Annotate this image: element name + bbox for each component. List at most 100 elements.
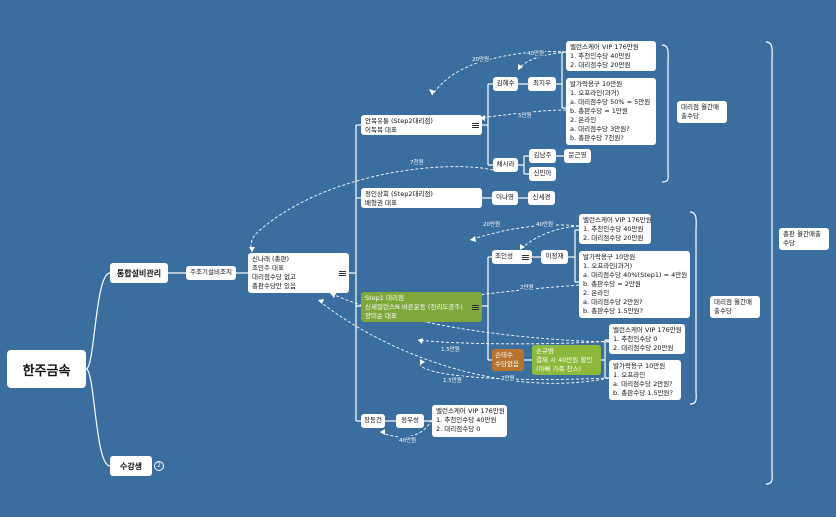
note-line: 밸런스케어 VIP 176만원 — [570, 43, 639, 51]
note-line: a. 대리점수당 2만원? — [583, 298, 643, 306]
agency-line: 배형권 대표 — [365, 199, 397, 207]
note-n4[interactable]: 발가락용구 10만원 1. 오프라인(과거) a. 대리점수당 40%(Step… — [579, 251, 690, 318]
note-line: b. 총판수당 1.5만원? — [583, 307, 643, 315]
agency-node-jungin[interactable]: 정인상회 (Step2대리점) 배형권 대표 — [361, 188, 482, 208]
note-line: 발가락용구 10만원 — [570, 80, 623, 88]
person-lee[interactable]: 이나영 — [492, 191, 518, 205]
note-line: 1. 추천인수당 0 — [613, 335, 658, 343]
person-shinse[interactable]: 신세경 — [528, 191, 555, 205]
agency-line: 이독복 대표 — [365, 126, 397, 134]
edge-label: 40만원 — [526, 49, 546, 57]
person-choi[interactable]: 최지우 — [528, 77, 556, 91]
edge-label: 2만원 — [500, 374, 516, 382]
bracket-label-distributor[interactable]: 총판 월간매출수당 — [779, 228, 829, 250]
person-kim[interactable]: 김혜수 — [493, 77, 518, 91]
note-line: 2. 대리점수당 20만원 — [613, 344, 674, 352]
note-line: a. 대리점수당 3만원? — [570, 125, 630, 133]
note-line: 발가락용구 10만원 — [613, 362, 666, 370]
note-line: b. 총판수당 = 2만원 — [583, 280, 641, 288]
note-line: 1. 오프라인 — [613, 371, 646, 379]
person-jo[interactable]: 조인성 — [492, 250, 532, 264]
note-line: a. 대리점수당 2만원? — [613, 380, 673, 388]
center-line: 총판수당만 있음 — [252, 282, 296, 290]
person-kimnam[interactable]: 김남주 — [529, 149, 556, 163]
note-line: 발가락용구 10만원 — [583, 253, 636, 261]
person-jung[interactable]: 정우성 — [396, 414, 424, 428]
note-line: 2. 대리점수당 20만원 — [583, 234, 644, 242]
students-node[interactable]: 수강생 — [110, 456, 152, 476]
note-line: b. 총판수당 1.5만원? — [613, 389, 673, 397]
edge-label: 1.5만원 — [440, 345, 461, 353]
integrated-management-node[interactable]: 통합설비관리 — [110, 263, 168, 283]
sub-note-son[interactable]: 손규범 결제 시 40만원 할인 (아빠 가족 찬스) — [532, 345, 601, 375]
collapsed-count-badge[interactable]: 2 — [154, 461, 164, 471]
agency-node-anmok[interactable]: 안목유통 (Step2대리점) 이독복 대표 — [361, 115, 482, 135]
agency-line: Step1 대리점 — [365, 294, 404, 302]
person-son[interactable]: 손태수 수당없음 — [492, 349, 524, 371]
note-n6[interactable]: 발가락용구 10만원 1. 오프라인 a. 대리점수당 2만원? b. 총판수당… — [609, 360, 681, 400]
edge-label: 20만원 — [482, 220, 502, 228]
edge-label: 20만원 — [471, 55, 491, 63]
edge-label: 40만원 — [535, 220, 555, 228]
note-line: 결제 시 40만원 할인 — [536, 356, 593, 364]
root-node[interactable]: 한주금속 — [7, 350, 86, 388]
note-line: 2. 대리점수당 20만원 — [570, 61, 631, 69]
bracket-line: 월간매출수당 — [714, 298, 752, 315]
notes-icon[interactable] — [472, 305, 479, 310]
note-line: 밸런스케어 VIP 176만원 — [613, 326, 682, 334]
note-line: b. 총판수당 7천원? — [570, 134, 624, 142]
person-leejung[interactable]: 이정재 — [541, 250, 568, 264]
edge-label: 7천원 — [409, 158, 425, 166]
agency-node-jangdonggun[interactable]: 장동건 — [361, 414, 385, 428]
note-line: 밸런스케어 VIP 176만원 — [436, 407, 505, 415]
note-line: (아빠 가족 찬스) — [536, 365, 582, 373]
bracket-line: 총판 — [783, 230, 795, 238]
note-n2[interactable]: 발가락용구 10만원 1. 오프라인(과거) a. 대리점수당 50% = 5만… — [566, 78, 656, 145]
notes-icon[interactable] — [472, 123, 479, 128]
founder-node[interactable]: 주조기설비조치 — [186, 266, 236, 280]
note-n1[interactable]: 밸런스케어 VIP 176만원 1. 추천인수당 40만원 2. 대리점수당 2… — [566, 41, 656, 71]
note-line: b. 총판수당 = 1만원 — [570, 107, 628, 115]
agency-line: 안목유통 (Step2대리점) — [365, 117, 433, 125]
note-line: 밸런스케어 VIP 176만원 — [583, 216, 652, 224]
note-line: a. 대리점수당 40%(Step1) = 4만원 — [583, 271, 688, 279]
note-line: 손규범 — [536, 347, 554, 355]
note-line: 2. 온라인 — [583, 289, 610, 297]
bracket-label-agency-1[interactable]: 대리점 월간매출수당 — [677, 101, 727, 123]
note-n5[interactable]: 밸런스케어 VIP 176만원 1. 추천인수당 0 2. 대리점수당 20만원 — [609, 324, 685, 354]
notes-icon[interactable] — [339, 271, 346, 276]
person-line: 수당없음 — [495, 360, 519, 368]
bracket-line: 대리점 — [681, 103, 699, 111]
agency-line: 양미순 대표 — [365, 312, 397, 320]
bracket-line: 월간매출수당 — [783, 230, 821, 247]
note-line: 1. 추천인수당 40만원 — [583, 225, 644, 233]
edge-label: 40만원 — [398, 436, 418, 444]
center-node[interactable]: 신나래 (총판) 조민주 대표 대리점수당 없고 총판수당만 있음 — [248, 253, 349, 293]
edge-label: 2만원 — [519, 283, 535, 291]
person-shin[interactable]: 신민아 — [529, 167, 556, 181]
edge-label: 1.5만원 — [442, 376, 463, 384]
note-line: 1. 추천인수당 40만원 — [436, 416, 497, 424]
person-label: 조인성 — [495, 252, 513, 260]
notes-icon[interactable] — [522, 255, 529, 260]
agency-node-step1[interactable]: Step1 대리점 신세얼런스N 바른운동 (천리도공주) 양미순 대표 — [361, 292, 482, 322]
edge-label: 5만원 — [517, 111, 533, 119]
center-line: 신나래 (총판) — [252, 255, 290, 263]
note-n3[interactable]: 밸런스케어 VIP 176만원 1. 추천인수당 40만원 2. 대리점수당 2… — [579, 214, 652, 244]
note-n7[interactable]: 밸런스케어 VIP 176만원 1. 추천인수당 40만원 2. 대리점수당 0 — [432, 405, 507, 437]
person-chae[interactable]: 채시라 — [493, 158, 518, 172]
bracket-label-agency-2[interactable]: 대리점 월간매출수당 — [710, 296, 760, 318]
agency-line: 신세얼런스N 바른운동 (천리도공주) — [365, 303, 463, 311]
note-line: 1. 추천인수당 40만원 — [570, 52, 631, 60]
bracket-line: 대리점 — [714, 298, 732, 306]
center-line: 대리점수당 없고 — [252, 273, 296, 281]
note-line: 2. 대리점수당 0 — [436, 425, 481, 433]
note-line: 2. 온라인 — [570, 116, 597, 124]
agency-line: 정인상회 (Step2대리점) — [365, 190, 433, 198]
note-line: a. 대리점수당 50% = 5만원 — [570, 98, 651, 106]
note-line: 1. 오프라인(과거) — [570, 89, 620, 97]
bracket-line: 월간매출수당 — [681, 103, 719, 120]
center-line: 조민주 대표 — [252, 264, 284, 272]
person-moon[interactable]: 문근영 — [564, 149, 591, 163]
